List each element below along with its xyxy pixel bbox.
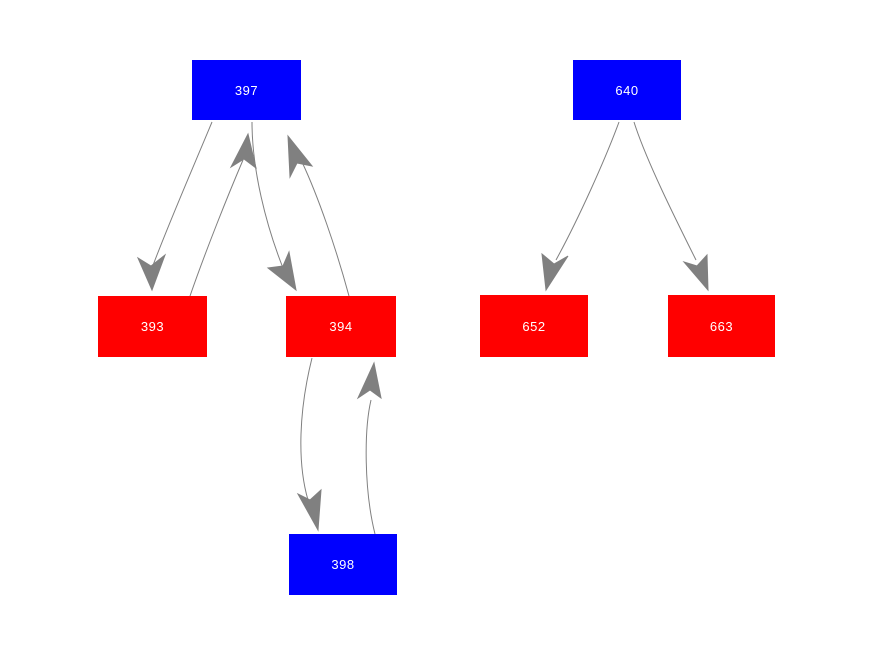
- edge-393-to-397: [189, 132, 257, 297]
- graph-node-label-398: 398: [331, 557, 355, 572]
- graph-node-652[interactable]: 652: [480, 295, 588, 357]
- edge-640-to-663: [633, 121, 709, 292]
- graph-node-398[interactable]: 398: [289, 534, 397, 595]
- edge-398-to-394: [356, 361, 382, 535]
- graph-node-640[interactable]: 640: [573, 60, 681, 120]
- graph-node-label-640: 640: [615, 82, 639, 98]
- graph-node-label-394: 394: [329, 319, 353, 334]
- edge-394-to-398: [296, 357, 322, 532]
- graph-node-label-393: 393: [140, 319, 165, 334]
- edge-640-to-652: [541, 121, 620, 292]
- graph-node-663[interactable]: 663: [668, 295, 775, 357]
- graph-node-label-397: 397: [234, 82, 259, 98]
- edge-397-to-393: [136, 121, 213, 292]
- graph-node-397[interactable]: 397: [192, 60, 301, 120]
- edge-394-to-397: [287, 134, 350, 297]
- graph-node-label-663: 663: [709, 318, 734, 334]
- graph-node-label-652: 652: [522, 318, 546, 334]
- edge-397-to-394: [251, 121, 297, 292]
- graph-node-394[interactable]: 394: [286, 296, 396, 357]
- graph-node-393[interactable]: 393: [98, 296, 207, 357]
